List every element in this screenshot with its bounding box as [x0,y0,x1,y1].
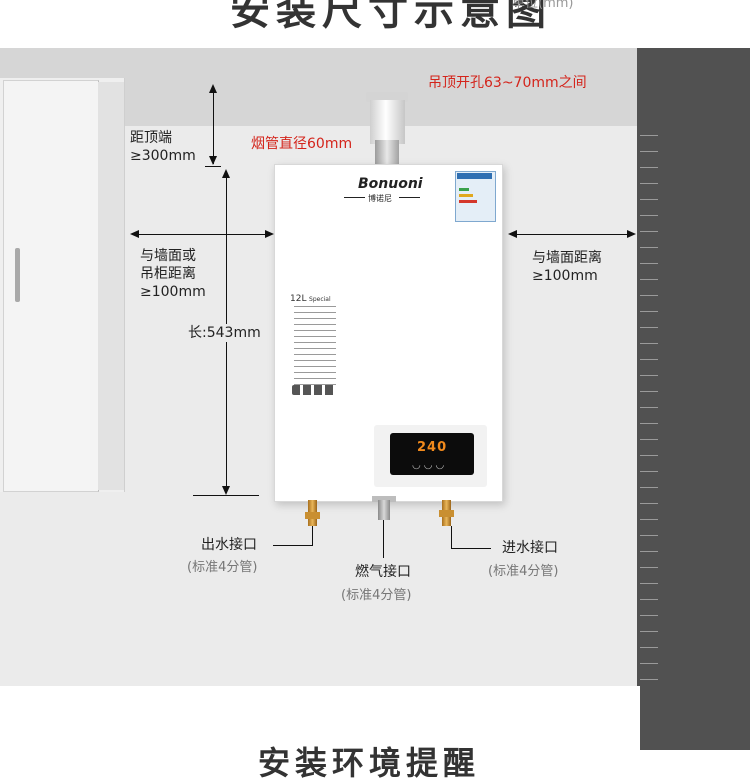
gas-in-leader [383,520,384,558]
water-in-leader-h [451,548,491,549]
page-title: 安装尺寸示意图 [230,0,552,34]
gas-inlet-flange [372,496,396,502]
water-out-note: (标准4分管) [187,560,258,575]
certification-icons [292,385,336,395]
model-capacity: 12L [290,294,307,304]
water-inlet-nut [439,510,454,517]
left-gap-label-2: 吊柜距离 [140,266,196,282]
right-gap-line [516,234,628,235]
cabinet-side [98,82,124,490]
right-gap-arrow-right [627,230,636,238]
digital-display [390,433,474,475]
length-arrow-down [222,486,230,495]
cabinet-handle [15,248,20,302]
energy-bar-yellow [459,194,473,197]
gas-inlet-fitting [378,500,390,520]
brand-line-right [399,197,420,198]
top-gap-arrow-down [209,156,217,165]
ceiling-hole-label: 吊顶开孔63~70mm之间 [428,75,587,91]
top-gap-line [213,92,214,164]
top-gap-label-1: 距顶端 [130,130,172,146]
brand-logo: Bonuoni [358,176,423,192]
model-label: 12L Special [290,294,331,304]
water-in-leader-v [451,526,452,548]
left-gap-line [138,234,266,235]
top-gap-tick [205,166,221,167]
flue-pipe [370,100,405,144]
unit-note: 单位(mm) [512,0,574,11]
left-gap-arrow-right [265,230,274,238]
spec-text-block [294,306,336,388]
right-gap-arrow-left [508,230,517,238]
left-gap-label-3: ≥100mm [140,284,206,300]
right-gap-label-2: ≥100mm [532,268,598,284]
next-section-title: 安装环境提醒 [258,744,481,782]
water-in-note: (标准4分管) [488,564,559,579]
length-bottom-tick [193,495,259,496]
water-out-leader-v [312,526,313,545]
water-out-label: 出水接口 [201,537,257,553]
gas-in-note: (标准4分管) [341,588,412,603]
energy-label-band [457,173,492,179]
top-gap-arrow-up [209,84,217,93]
right-gap-label-1: 与墙面距离 [532,250,602,266]
water-in-label: 进水接口 [502,540,558,556]
brand-chinese: 博诺尼 [368,194,392,203]
flue-pipe-collar [375,140,399,164]
bottom-white-area [0,686,640,750]
energy-bar-red [459,200,477,203]
brand-line-left [344,197,365,198]
left-gap-arrow-left [130,230,139,238]
gas-in-label: 燃气接口 [355,564,411,580]
length-arrow-up [222,169,230,178]
flue-diameter-label: 烟管直径60mm [251,136,353,152]
left-gap-label-1: 与墙面或 [140,248,196,264]
flue-pipe-cap [366,92,408,102]
water-out-leader-h [273,545,313,546]
water-outlet-nut [305,512,320,519]
top-gap-label-2: ≥300mm [130,148,196,164]
display-temperature: 240 [417,440,448,455]
wall-edge-hatch [640,120,658,680]
model-tag: Special [309,296,331,303]
touch-button-icons: ◡◡◡ [412,460,448,471]
length-label: 长:543mm [186,324,263,342]
energy-bar-green [459,188,469,191]
